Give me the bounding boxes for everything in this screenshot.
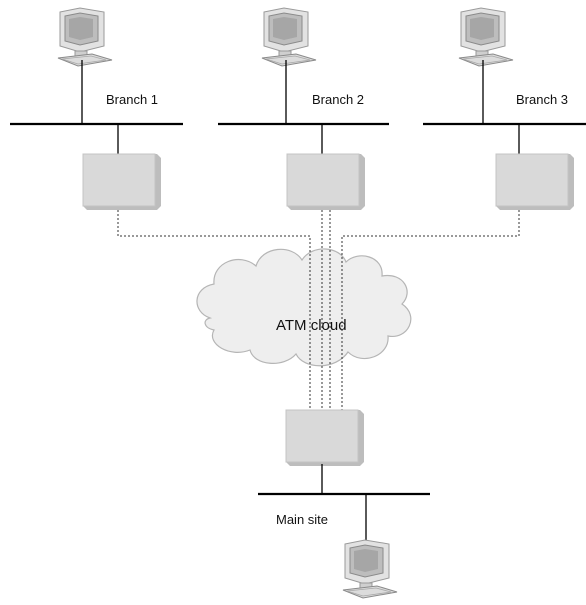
main-site-label: Main site xyxy=(276,512,328,527)
atm-cloud-label: ATM cloud xyxy=(276,317,347,334)
branch-1-site: Branch 1 xyxy=(10,7,183,211)
branch-3-router-box xyxy=(495,153,575,211)
branch-1-label: Branch 1 xyxy=(106,92,158,107)
branch-2-router-box xyxy=(286,153,366,211)
main-site-computer-icon xyxy=(342,539,398,599)
vc-branch-1 xyxy=(117,210,311,418)
branch-3-computer-icon xyxy=(458,7,514,67)
atm-cloud-shape xyxy=(196,248,412,367)
branch-2-computer-icon xyxy=(261,7,317,67)
vc-branch-3 xyxy=(341,210,520,418)
virtual-circuits xyxy=(117,210,520,418)
branch-2-label: Branch 2 xyxy=(312,92,364,107)
branch-2-site: Branch 2 xyxy=(218,7,389,211)
main-site-router-box xyxy=(285,409,365,467)
main-site: Main site xyxy=(258,409,430,599)
branch-1-computer-icon xyxy=(57,7,113,67)
branch-3-site: Branch 3 xyxy=(423,7,586,211)
branch-3-label: Branch 3 xyxy=(516,92,568,107)
branch-1-router-box xyxy=(82,153,162,211)
atm-cloud: ATM cloud xyxy=(196,248,412,367)
